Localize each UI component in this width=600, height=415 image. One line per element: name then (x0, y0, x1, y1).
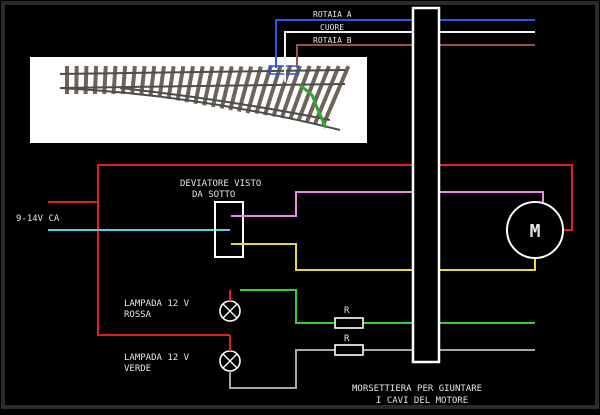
label-motor: M (530, 221, 541, 242)
track-sleeper (271, 65, 293, 118)
wire-cuore (284, 31, 535, 82)
wire-yellow-switch-motor (231, 243, 536, 271)
wire-rotaia-a (275, 19, 535, 68)
track-sleeper (175, 65, 186, 101)
label-cuore: CUORE (320, 23, 344, 32)
label-rotaia-b: ROTAIA B (313, 36, 352, 45)
label-lamp-green-line1: LAMPADA 12 V (124, 353, 190, 363)
label-lamp-red-line2: ROSSA (124, 310, 152, 320)
track-sleeper (166, 65, 176, 100)
label-deviatore-line1: DEVIATORE VISTO (180, 179, 261, 189)
switch-deviatore (214, 201, 244, 258)
track-sleeper (184, 65, 195, 103)
motor-icon: M (506, 201, 564, 259)
track-sleeper (288, 65, 312, 121)
railway-turnout-photo-icon (30, 57, 367, 143)
label-resistor-top: R (344, 306, 350, 316)
track-sleeper (193, 65, 205, 105)
track-sleeper (228, 65, 244, 111)
track-sleeper (279, 65, 302, 119)
wire-red-lamps (97, 202, 230, 336)
label-lamp-red-line1: LAMPADA 12 V (124, 299, 190, 309)
track-sleeper (313, 65, 341, 125)
label-power-supply: 9-14V CA (16, 214, 60, 224)
resistor-bottom (334, 344, 364, 356)
label-lamp-green-line2: VERDE (124, 364, 151, 374)
resistor-top (334, 317, 364, 329)
track-sleeper (304, 65, 331, 123)
track-sleeper (236, 65, 254, 113)
label-resistor-bottom: R (344, 334, 350, 344)
label-terminal-line2: I CAVI DEL MOTORE (376, 396, 468, 406)
track-frog-green (299, 83, 328, 129)
track-sleeper (254, 65, 273, 115)
outer-frame (1, 1, 599, 409)
track-rail-straight-2 (59, 83, 346, 89)
wire-rotaia-b (296, 44, 535, 68)
label-deviatore-line2: DA SOTTO (192, 190, 235, 200)
wire-pink-switch-motor (231, 191, 544, 217)
track-sleeper (219, 65, 234, 109)
track-sleeper (321, 65, 351, 126)
track-sleeper (157, 65, 166, 98)
track-rail-diverging-1 (59, 87, 341, 131)
label-terminal-line1: MORSETTIERA PER GIUNTARE (352, 384, 482, 394)
label-rotaia-a: ROTAIA A (313, 10, 352, 19)
track-sleeper (245, 65, 263, 114)
wire-gray-lamp (229, 349, 535, 389)
track-rail-diverging-2 (119, 87, 331, 121)
track-sleeper (262, 65, 283, 116)
terminal-block (411, 6, 441, 364)
wire-red-main (48, 164, 573, 231)
track-sleeper (65, 66, 69, 94)
